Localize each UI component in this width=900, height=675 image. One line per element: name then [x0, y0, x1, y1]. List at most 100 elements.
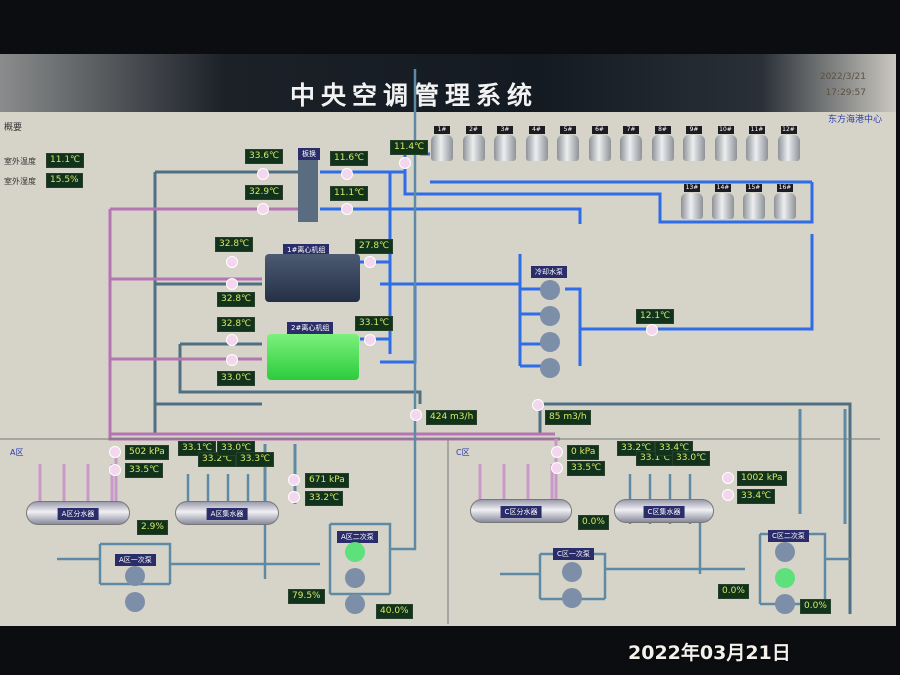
page-title: 中央空调管理系统: [290, 81, 539, 110]
cooling-tower[interactable]: 11#: [743, 126, 771, 162]
sensor[interactable]: [646, 324, 658, 336]
cooling-tower-body: [714, 135, 737, 161]
cooling-tower[interactable]: 16#: [771, 184, 799, 220]
cooling-tower-body: [525, 135, 548, 161]
cooling-tower[interactable]: 12#: [775, 126, 803, 162]
chiller1[interactable]: [265, 254, 360, 302]
chiller1-label: 1#离心机组: [283, 244, 330, 256]
cooling-tower-label: 14#: [715, 184, 731, 192]
zone-c-return-temp: 33.4℃: [737, 489, 776, 504]
zone-a-return-pressure: 671 kPa: [305, 473, 349, 488]
sensor[interactable]: [288, 474, 300, 486]
cooling-tower[interactable]: 1#: [428, 126, 456, 162]
chiller2[interactable]: [267, 334, 359, 380]
cooling-tower-body: [746, 135, 768, 161]
zone-c-primary-pump[interactable]: [562, 588, 582, 608]
zone-a-secondary-pump[interactable]: [345, 594, 365, 614]
cooling-tower[interactable]: 3#: [491, 126, 519, 162]
sensor[interactable]: [551, 446, 563, 458]
overview-label: 概要: [4, 123, 23, 133]
zone-c-primary-pump[interactable]: [562, 562, 582, 582]
chiller1-chw-temp: 27.8℃: [355, 239, 394, 254]
zone-c-temp: 33.5℃: [567, 461, 606, 476]
cooling-tower-label: 2#: [465, 126, 482, 134]
sensor[interactable]: [364, 334, 376, 346]
zone-c-secondary-pump[interactable]: [775, 542, 795, 562]
cooling-pump[interactable]: [540, 306, 560, 326]
outdoor-temp-value: 11.1℃: [46, 153, 85, 168]
flow-sensor[interactable]: [532, 399, 544, 411]
cooling-tower[interactable]: 9#: [680, 126, 708, 162]
flow-sensor[interactable]: [410, 409, 422, 421]
hx-cold-out-temp: 11.6℃: [330, 151, 369, 166]
sensor[interactable]: [226, 334, 238, 346]
cooling-tower[interactable]: 15#: [740, 184, 768, 220]
outdoor-humidity-label: 室外湿度: [4, 177, 36, 186]
hx-cold-in-temp: 11.1℃: [330, 186, 369, 201]
zone-c-secondary-pump[interactable]: [775, 568, 795, 588]
cooling-tower-body: [494, 135, 516, 161]
zone-c-secondary-pump[interactable]: [775, 594, 795, 614]
cooling-tower-body: [462, 135, 485, 161]
cooling-tower[interactable]: 10#: [712, 126, 740, 162]
zone-a-secondary-pump[interactable]: [345, 568, 365, 588]
cooling-tower[interactable]: 5#: [554, 126, 582, 162]
cooling-tower-body: [620, 135, 642, 161]
sensor[interactable]: [257, 168, 269, 180]
zone-a-secondary-pump[interactable]: [345, 542, 365, 562]
cooling-tower-label: 3#: [497, 126, 513, 134]
zone-a-collector[interactable]: A区分水器: [26, 501, 130, 525]
cooling-tower[interactable]: 14#: [709, 184, 737, 220]
sensor[interactable]: [288, 491, 300, 503]
sensor[interactable]: [722, 472, 734, 484]
zone-c-branch-temp: 33.0℃: [672, 451, 711, 466]
cooling-tower[interactable]: 7#: [617, 126, 645, 162]
chiller1-out-temp: 32.8℃: [217, 292, 256, 307]
cooling-pump[interactable]: [540, 332, 560, 352]
zone-c-return-pressure: 1002 kPa: [737, 471, 787, 486]
zone-c-collector[interactable]: C区分水器: [470, 499, 572, 523]
zone-divider: [0, 438, 880, 624]
cooling-pump[interactable]: [540, 358, 560, 378]
photo-date-stamp: 2022年03月21日: [628, 642, 791, 664]
zone-a-pump-freq: 79.5%: [288, 589, 325, 604]
cooling-tower-body: [683, 135, 705, 161]
cooling-tower[interactable]: 13#: [678, 184, 706, 220]
zone-c-pump-freq2: 0.0%: [800, 599, 831, 614]
cooling-tower[interactable]: 6#: [586, 126, 614, 162]
zone-c-distributor[interactable]: C区集水器: [614, 499, 714, 523]
sensor[interactable]: [257, 203, 269, 215]
zone-a-primary-pump[interactable]: [125, 566, 145, 586]
zone-a-distributor[interactable]: A区集水器: [175, 501, 279, 525]
plate-heat-exchanger[interactable]: [298, 160, 318, 222]
header-bar: 中央空调管理系统 2022/3/21 17:29:57: [0, 54, 896, 112]
cooling-tower[interactable]: 4#: [523, 126, 551, 162]
sensor[interactable]: [364, 256, 376, 268]
sensor[interactable]: [226, 354, 238, 366]
sensor[interactable]: [399, 157, 411, 169]
sensor[interactable]: [226, 278, 238, 290]
zone-c-valve: 0.0%: [578, 515, 609, 530]
branch-flow: 85 m3/h: [545, 410, 591, 425]
cooling-tower[interactable]: 2#: [460, 126, 488, 162]
site-name: 东方海港中心: [827, 115, 882, 125]
sensor[interactable]: [226, 256, 238, 268]
zone-c-label: C区: [456, 448, 470, 457]
cooling-pump[interactable]: [540, 280, 560, 300]
zone-c-secondary-pumps-label: C区二次泵: [768, 530, 809, 542]
sensor[interactable]: [109, 464, 121, 476]
cooling-pumps-label: 冷却水泵: [531, 266, 567, 278]
sensor[interactable]: [341, 203, 353, 215]
sensor[interactable]: [722, 489, 734, 501]
zone-a-pump-freq2: 40.0%: [376, 604, 413, 619]
cooling-tower-label: 7#: [623, 126, 639, 134]
pipe-diagram: [0, 69, 880, 624]
sensor[interactable]: [109, 446, 121, 458]
zone-a-primary-pump[interactable]: [125, 592, 145, 612]
cooling-tower[interactable]: 8#: [649, 126, 677, 162]
chilled-pipe: [320, 152, 814, 368]
chiller2-chw-temp: 33.1℃: [355, 316, 394, 331]
sensor[interactable]: [341, 168, 353, 180]
sensor[interactable]: [551, 462, 563, 474]
zone-a-primary-pumps-label: A区一次泵: [115, 554, 156, 566]
